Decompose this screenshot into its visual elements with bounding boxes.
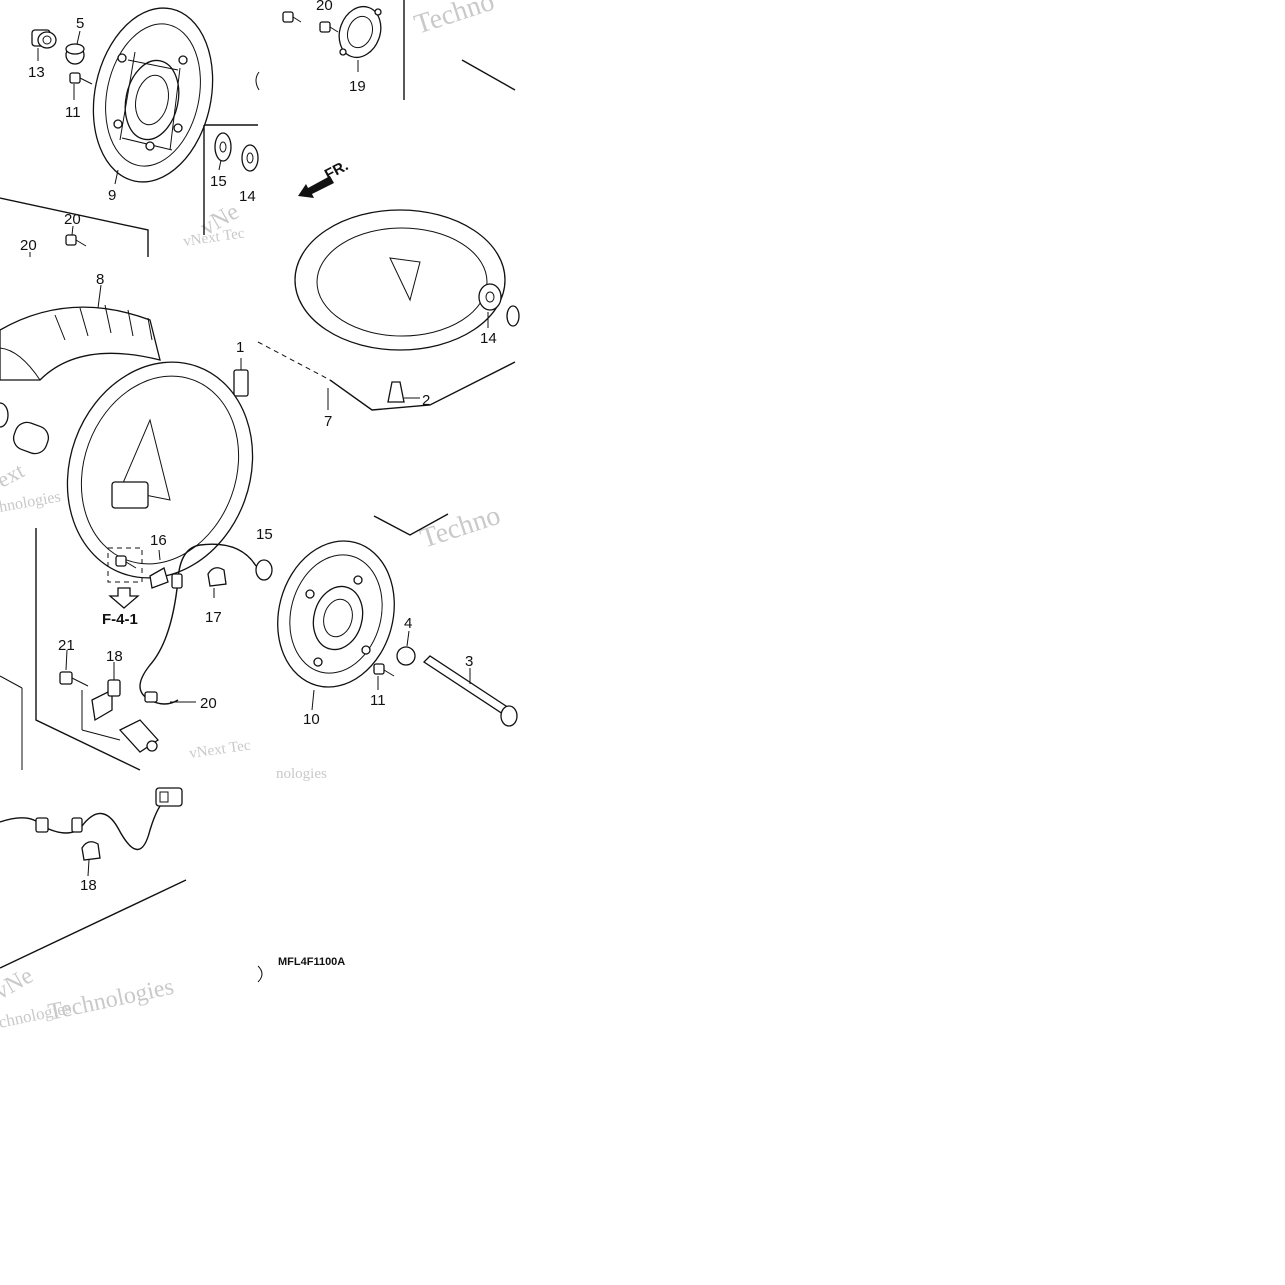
watermark: vNext Tec — [188, 738, 252, 762]
drawing-code: MFL4F1100A — [278, 956, 345, 968]
callout-20: 20 — [316, 0, 333, 14]
callout-20: 20 — [64, 211, 81, 228]
callout-3: 3 — [465, 653, 473, 670]
part-12-bolt — [31, 29, 57, 49]
callout-10: 10 — [303, 711, 320, 728]
callout-1: 1 — [236, 339, 244, 356]
part-6-collar — [12, 421, 50, 455]
part-18-bracket — [91, 679, 121, 722]
callout-15: 17 — [205, 609, 222, 626]
part-5-collar — [396, 646, 416, 666]
wheel-rim-left — [66, 361, 254, 579]
part-11-bolt — [69, 72, 93, 85]
part-15-clamp — [81, 841, 101, 861]
watermark: Technologies — [46, 974, 176, 1026]
callout-17: 20 — [200, 695, 217, 712]
callout-18: 18 — [106, 648, 123, 665]
callout-11: 11 — [65, 104, 81, 121]
part-14-grommet — [255, 559, 273, 581]
part-13-bearing — [241, 144, 259, 172]
callout-13: 14 — [239, 188, 256, 205]
tile-brake-disc-right: 4 3 10 11 — [277, 513, 518, 728]
tile-tire-wheel: 8 1 — [0, 271, 254, 579]
callout-5: 4 — [404, 615, 412, 632]
part-14-bearing — [214, 132, 232, 162]
callout-8: 8 — [96, 271, 104, 288]
reference-box: F-4-1 — [102, 547, 143, 628]
part-11-bolt — [373, 663, 395, 677]
callout-20: 20 — [20, 237, 37, 254]
part-9-brake-disc — [92, 7, 214, 183]
watermark: Techno — [411, 0, 499, 41]
callout-4: 5 — [76, 15, 84, 32]
watermark: Techno — [417, 500, 505, 555]
callout-19: 19 — [349, 78, 366, 95]
callout-15: 18 — [80, 877, 97, 894]
part-7-wheel — [294, 209, 506, 351]
reference-label: F-4-1 — [102, 611, 138, 628]
tile-wheel-assembly: 7 14 2 — [257, 209, 520, 430]
callout-13: 14 — [480, 330, 497, 347]
watermark: vNe — [0, 963, 38, 1006]
tile-speed-sensor: F-4-1 — [0, 526, 273, 771]
tile-brake-disc-left: 5 13 11 9 15 14 20 20 — [0, 7, 260, 257]
part-16-clamp — [149, 567, 169, 589]
part-13-bearing — [478, 283, 502, 311]
callout-2: 2 — [422, 392, 430, 409]
part-8-tire — [0, 304, 161, 381]
part-20-bolt — [65, 234, 87, 247]
part-21-bolt — [59, 671, 89, 687]
part-15-clamp — [207, 567, 227, 587]
callout-7: 7 — [324, 413, 332, 430]
tile-sensor-harness: 18 MFL4F1100A — [0, 787, 345, 983]
part-1-valve-cap — [233, 358, 249, 397]
watermark: nologies — [276, 766, 327, 782]
part-3-axle — [422, 655, 518, 727]
part-20-bolt — [282, 11, 302, 23]
callout-14: 15 — [210, 173, 227, 190]
speed-sensor-body — [118, 719, 159, 753]
callout-12: 13 — [28, 64, 45, 81]
callout-11: 11 — [370, 692, 386, 709]
part-20-bolt — [319, 21, 339, 33]
part-4-collar — [65, 43, 85, 65]
callout-9: 9 — [108, 187, 116, 204]
part-19-pulser-ring — [338, 5, 382, 59]
callout-21: 21 — [58, 637, 75, 654]
callout-16: 16 — [150, 532, 167, 549]
part-10-brake-disc — [277, 540, 395, 688]
front-direction-arrow: FR. — [298, 157, 351, 198]
watermark: hnologies — [0, 488, 62, 516]
callout-14: 15 — [256, 526, 273, 543]
watermark: ext — [0, 458, 28, 493]
part-17-sensor-cable — [139, 543, 257, 705]
harness-connector — [155, 787, 183, 807]
part-2-valve — [387, 381, 420, 403]
tile-pulser-ring: FR. 20 19 — [282, 0, 516, 198]
